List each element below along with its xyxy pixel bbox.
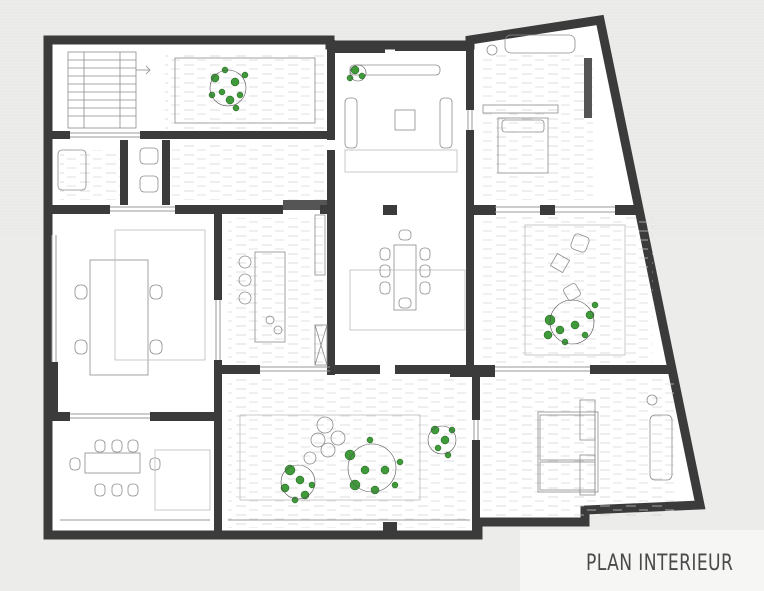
plan-title: PLAN INTERIEUR [586,551,734,576]
furniture [57,34,673,511]
windows [51,110,615,521]
interior-walls [48,40,670,535]
title-block [520,530,764,591]
staircase [67,51,151,129]
plants [208,64,599,504]
